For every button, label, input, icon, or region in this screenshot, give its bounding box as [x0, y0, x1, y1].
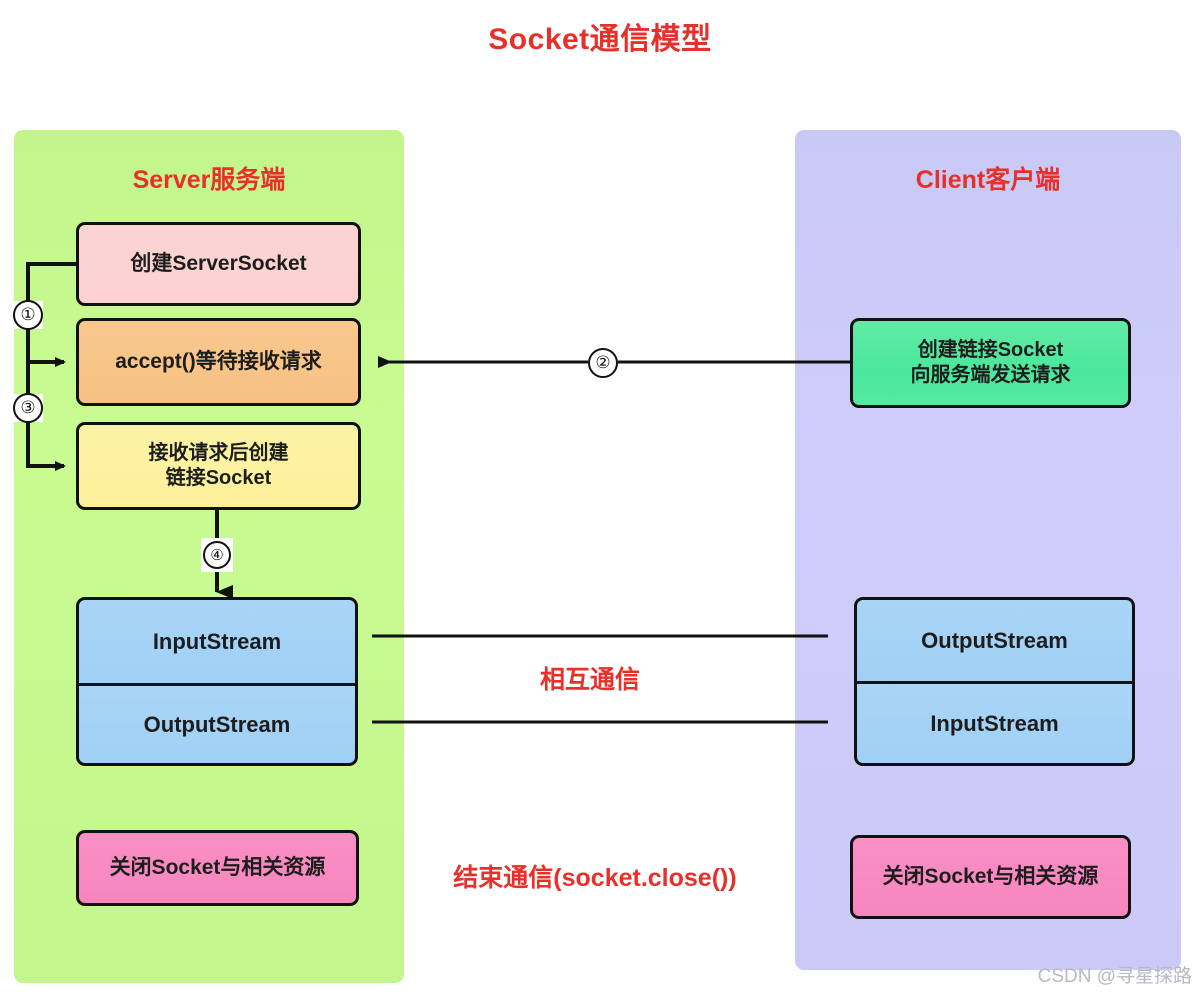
box-server-output-stream-label: OutputStream	[143, 711, 291, 737]
box-create-serversocket-label: 创建ServerSocket	[130, 251, 307, 275]
box-server-output-stream[interactable]: OutputStream	[76, 684, 358, 766]
box-client-connect-line1: 创建链接Socket	[917, 339, 1064, 361]
box-client-input-stream[interactable]: InputStream	[854, 682, 1135, 766]
box-client-connect-line2: 向服务端发送请求	[910, 364, 1071, 386]
step-2-marker: ②	[588, 348, 618, 378]
box-client-input-stream-label: InputStream	[930, 710, 1059, 736]
box-client-close-label: 关闭Socket与相关资源	[882, 864, 1099, 888]
step-1-marker: ①	[13, 300, 43, 330]
box-server-input-stream-label: InputStream	[152, 628, 282, 654]
box-client-connect[interactable]: 创建链接Socket 向服务端发送请求	[850, 318, 1131, 408]
step-4-marker: ④	[203, 541, 231, 569]
box-accept-wait[interactable]: accept()等待接收请求	[76, 318, 361, 406]
box-accept-wait-label: accept()等待接收请求	[115, 349, 322, 373]
server-panel-heading: Server服务端	[132, 166, 286, 194]
csdn-watermark: CSDN @寻星探路	[1037, 966, 1192, 987]
box-client-output-stream-label: OutputStream	[921, 627, 1068, 653]
box-accept-created-socket[interactable]: 接收请求后创建 链接Socket	[76, 422, 361, 510]
box-create-serversocket[interactable]: 创建ServerSocket	[76, 222, 361, 306]
box-server-close[interactable]: 关闭Socket与相关资源	[76, 830, 359, 906]
box-accept-created-socket-line1: 接收请求后创建	[148, 442, 289, 464]
box-server-input-stream[interactable]: InputStream	[76, 597, 358, 685]
client-panel: Client客户端	[795, 130, 1181, 970]
step-3-marker: ③	[13, 393, 43, 423]
box-client-close[interactable]: 关闭Socket与相关资源	[850, 835, 1131, 919]
box-client-output-stream[interactable]: OutputStream	[854, 597, 1135, 683]
client-panel-heading: Client客户端	[915, 166, 1061, 194]
page-title: Socket通信模型	[488, 23, 712, 56]
annotation-end-communication: 结束通信(socket.close())	[453, 864, 737, 892]
box-accept-created-socket-line2: 链接Socket	[165, 467, 272, 489]
box-server-close-label: 关闭Socket与相关资源	[109, 855, 326, 879]
annotation-mutual-communication: 相互通信	[539, 666, 640, 694]
